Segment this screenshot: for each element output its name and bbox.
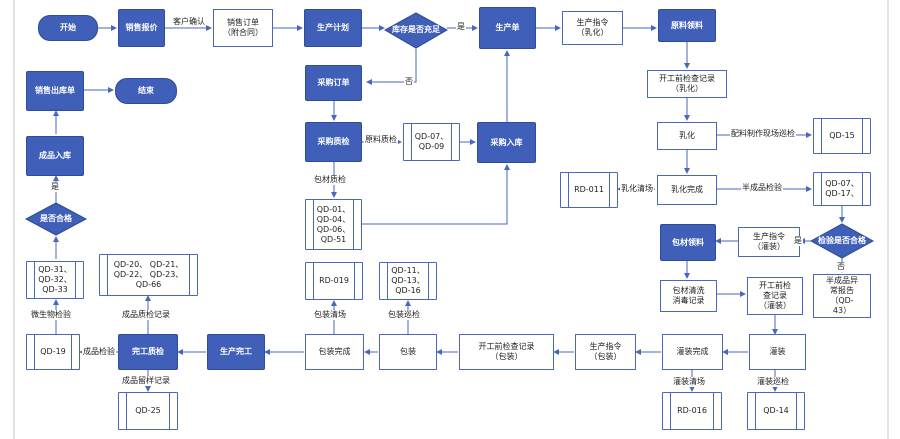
instruction-pack-node: 生产指令 （包装） [575, 334, 636, 370]
qd07-09-doc: QD-07、 QD-09 [403, 123, 460, 161]
rd016-doc: RD-016 [662, 392, 722, 430]
edge-label-customer-confirm: 客户确认 [172, 17, 206, 27]
qd25-doc: QD-25 [118, 392, 178, 430]
qd19-doc: QD-19 [26, 334, 80, 370]
sales-outbound-node: 销售出库单 [26, 71, 84, 111]
packing-qc-docs: QD-01、 QD-04、 QD-06、 QD-51 [305, 199, 362, 250]
edge-label-yes-semi: 是 [793, 236, 803, 246]
edge-label-finished-test: 成品检验 [82, 347, 116, 357]
filling-node: 灌装 [749, 334, 806, 370]
packing-node: 包装 [379, 334, 437, 370]
edge-label-yes-stock: 是 [456, 22, 466, 32]
qd11-16-doc: QD-11、 QD-13、 QD-16 [379, 262, 437, 300]
packing-done-node: 包装完成 [305, 334, 364, 370]
edge-label-finished-qc-record: 成品质检记录 [121, 310, 171, 320]
purchase-qc-node: 采购质检 [305, 122, 362, 162]
edge-label-no-stock: 否 [404, 77, 414, 87]
edge-label-no-semi: 否 [836, 262, 846, 272]
qualified-label: 是否合格 [40, 214, 72, 223]
qd20-66-doc: QD-20、 QD-21、 QD-22、 QD-23、 QD-66 [99, 254, 198, 296]
pre-check-fill-node: 开工前检 查记录 （灌装） [747, 277, 803, 315]
start-node: 开始 [38, 15, 98, 41]
package-pick-node: 包材领料 [660, 224, 716, 261]
production-plan-node: 生产计划 [304, 9, 362, 47]
purchase-inbound-node: 采购入库 [477, 122, 536, 163]
rd019-doc: RD-019 [305, 262, 363, 300]
end-node: 结束 [115, 78, 177, 104]
edge-label-batching-inspection: 配料制作现场巡检 [730, 129, 796, 139]
qd07-17-doc: QD-07、 QD-17、 [813, 172, 871, 206]
qd14-doc: QD-14 [747, 392, 805, 430]
final-qc-node: 完工质检 [118, 334, 178, 370]
edge-label-yes-qualified: 是 [50, 182, 60, 192]
rd011-doc: RD-011 [560, 172, 618, 208]
pre-check-pack-node: 开工前检查记录 （包装） [459, 334, 554, 370]
production-complete-node: 生产完工 [207, 334, 265, 370]
qd15-doc: QD-15 [813, 118, 871, 154]
edge-label-microbe-test: 微生物检验 [30, 310, 72, 320]
edge-label-packing-inspection: 包装巡检 [387, 310, 421, 320]
material-pick-node: 原料领料 [658, 9, 716, 42]
stock-check-label: 库存是否充足 [392, 25, 440, 34]
edge-label-retained-sample: 成品留样记录 [121, 376, 171, 386]
instruction-fill-node: 生产指令 （灌装） [738, 227, 800, 257]
instruction-emulsify-node: 生产指令 （乳化） [562, 11, 623, 45]
qd31-33-doc: QD-31、 QD-32、 QD-33 [26, 261, 84, 299]
qualified-diamond [24, 202, 88, 236]
edge-label-semi-product-qc: 半成品检验 [741, 183, 783, 193]
emulsify-done-node: 乳化完成 [657, 175, 717, 205]
edge-label-filling-clearance: 灌装清场 [672, 377, 706, 387]
package-clean-node: 包材清洗 消毒记录 [660, 280, 717, 312]
sales-order-node: 销售订单 （附合同） [213, 9, 273, 47]
emulsify-node: 乳化 [657, 122, 717, 150]
edge-label-packing-material-qc: 包材质检 [313, 175, 347, 185]
pre-check-emulsify-node: 开工前检查记录 （乳化） [647, 70, 727, 98]
production-order-node: 生产单 [479, 7, 536, 49]
semi-qualified-label: 检验是否合格 [818, 236, 866, 245]
fill-done-node: 灌装完成 [662, 334, 723, 370]
sales-quote-node: 销售报价 [118, 9, 165, 47]
edge-label-filling-inspection: 灌装巡检 [756, 377, 790, 387]
edge-label-packing-clearance: 包装清场 [313, 310, 347, 320]
finished-inbound-node: 成品入库 [26, 136, 84, 176]
purchase-order-node: 采购订单 [305, 65, 362, 101]
edge-label-emulsify-clearance: 乳化清场 [620, 184, 654, 194]
edge-label-raw-material-qc: 原料质检 [364, 135, 398, 145]
semi-abnormal-node: 半成品异 常报告 （QD- 43） [813, 274, 871, 318]
